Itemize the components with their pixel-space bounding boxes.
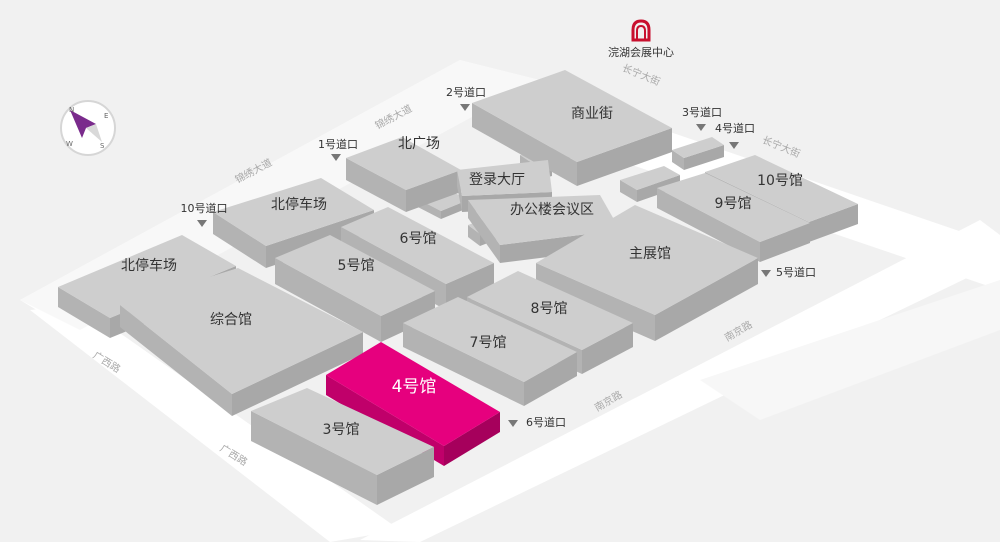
gate-5: 5号道口 bbox=[761, 265, 816, 279]
hall-roof bbox=[58, 235, 236, 318]
hall-label: 北广场 bbox=[398, 136, 440, 152]
gate-marker-icon bbox=[696, 124, 706, 131]
gate-1: 1号道口 bbox=[318, 137, 358, 161]
hall-roof bbox=[468, 195, 620, 245]
hall-label: 北停车场 bbox=[121, 257, 177, 274]
hall-roof bbox=[341, 207, 494, 284]
hall-label: 6号馆 bbox=[400, 231, 437, 247]
hall-hall-5[interactable]: 5号馆 bbox=[275, 235, 435, 342]
hall-wall-left bbox=[275, 258, 381, 342]
gate-label: 6号道口 bbox=[526, 415, 566, 429]
hall-wall-left bbox=[213, 212, 266, 268]
buildings-layer: 商业街北广场登录大厅办公楼会议区北停车场北停车场6号馆5号馆10号馆9号馆主展馆… bbox=[58, 70, 858, 505]
hall-label: 8号馆 bbox=[531, 301, 568, 317]
hall-wall-front bbox=[809, 204, 858, 242]
hall-roof bbox=[251, 388, 434, 475]
hall-hall-3[interactable]: 3号馆 bbox=[251, 388, 434, 505]
hall-wall-left bbox=[251, 411, 377, 505]
gate-label: 5号道口 bbox=[776, 265, 816, 279]
hall-roof bbox=[403, 297, 577, 382]
gate-6: 6号道口 bbox=[508, 415, 566, 429]
arch-logo-icon bbox=[631, 19, 651, 42]
hall-label: 5号馆 bbox=[338, 258, 375, 274]
gate-label: 4号道口 bbox=[715, 121, 755, 135]
hall-label: 综合馆 bbox=[210, 312, 252, 328]
hall-wall-left bbox=[120, 305, 232, 416]
hall-wall-left bbox=[58, 287, 110, 338]
gate-2: 2号道口 bbox=[446, 85, 486, 111]
venue-name: 浣湖会展中心 bbox=[608, 45, 674, 59]
hall-label: 9号馆 bbox=[715, 196, 752, 212]
gate-label: 1号道口 bbox=[318, 137, 358, 151]
hall-wall-front bbox=[406, 170, 461, 212]
hall-wall-front bbox=[381, 291, 435, 342]
hall-wall-front bbox=[582, 323, 633, 374]
hall-roof bbox=[536, 205, 758, 315]
hall-wall-left bbox=[468, 200, 500, 263]
gate-marker-icon bbox=[508, 420, 518, 427]
gate-marker-icon bbox=[761, 270, 771, 277]
hall-wall-left bbox=[472, 103, 577, 186]
auxiliary-building bbox=[672, 137, 724, 170]
hall-roof bbox=[472, 70, 672, 162]
hall-roof bbox=[457, 160, 552, 196]
hall-label: 办公楼会议区 bbox=[510, 202, 594, 218]
hall-wall-front bbox=[444, 412, 500, 466]
hall-roof bbox=[326, 342, 500, 446]
hall-wall-front bbox=[577, 128, 672, 186]
hall-label: 3号馆 bbox=[323, 422, 360, 438]
hall-label: 登录大厅 bbox=[469, 172, 525, 188]
hall-north-plaza[interactable]: 北广场 bbox=[346, 136, 461, 212]
hall-roof bbox=[275, 235, 435, 316]
hall-roof bbox=[120, 268, 363, 394]
gate-marker-icon bbox=[729, 142, 739, 149]
hall-wall-front bbox=[377, 447, 434, 505]
compass-east-label: E bbox=[104, 112, 108, 120]
compass-north-label: N bbox=[69, 106, 74, 114]
compass-needle-icon bbox=[70, 110, 102, 142]
compass-south-label: S bbox=[100, 142, 105, 150]
hall-label: 北停车场 bbox=[271, 196, 327, 213]
gate-10: 10号道口 bbox=[181, 201, 228, 227]
hall-roof bbox=[346, 137, 461, 190]
hall-hall-7[interactable]: 7号馆 bbox=[403, 297, 577, 406]
venue-logo: 浣湖会展中心 bbox=[608, 19, 674, 59]
hall-wall-left bbox=[457, 170, 462, 212]
gate-3: 3号道口 bbox=[682, 105, 722, 131]
hall-roof bbox=[657, 173, 810, 242]
hall-wall-left bbox=[346, 158, 406, 212]
hall-label: 7号馆 bbox=[470, 335, 507, 351]
hall-wall-front bbox=[655, 258, 758, 341]
hall-label: 商业街 bbox=[571, 106, 613, 122]
hall-complex-hall[interactable]: 综合馆 bbox=[120, 268, 363, 416]
hall-wall-front bbox=[232, 332, 363, 416]
hall-wall-front bbox=[524, 352, 577, 406]
compass: N E S W bbox=[60, 100, 116, 156]
hall-wall-left bbox=[403, 323, 524, 406]
hall-wall-front bbox=[760, 223, 810, 262]
hall-roof bbox=[213, 178, 374, 246]
hall-roof bbox=[467, 271, 633, 350]
gate-marker-icon bbox=[460, 104, 470, 111]
gate-label: 10号道口 bbox=[181, 201, 228, 215]
hall-label: 4号馆 bbox=[392, 377, 437, 397]
gate-label: 2号道口 bbox=[446, 85, 486, 99]
gates-layer: 2号道口 1号道口 3号道口 4号道口 10号道口 5号道口 6号道口 bbox=[181, 85, 817, 429]
hall-roof bbox=[705, 155, 858, 222]
hall-wall-left bbox=[657, 188, 760, 262]
compass-west-label: W bbox=[66, 140, 73, 148]
hall-hall-9[interactable]: 9号馆 bbox=[657, 173, 810, 262]
hall-label: 主展馆 bbox=[629, 246, 671, 262]
gate-4: 4号道口 bbox=[715, 121, 755, 149]
gate-marker-icon bbox=[331, 154, 341, 161]
gate-label: 3号道口 bbox=[682, 105, 722, 119]
hall-label: 10号馆 bbox=[757, 173, 803, 189]
gate-marker-icon bbox=[197, 220, 207, 227]
hall-commercial-street[interactable]: 商业街 bbox=[472, 70, 672, 186]
